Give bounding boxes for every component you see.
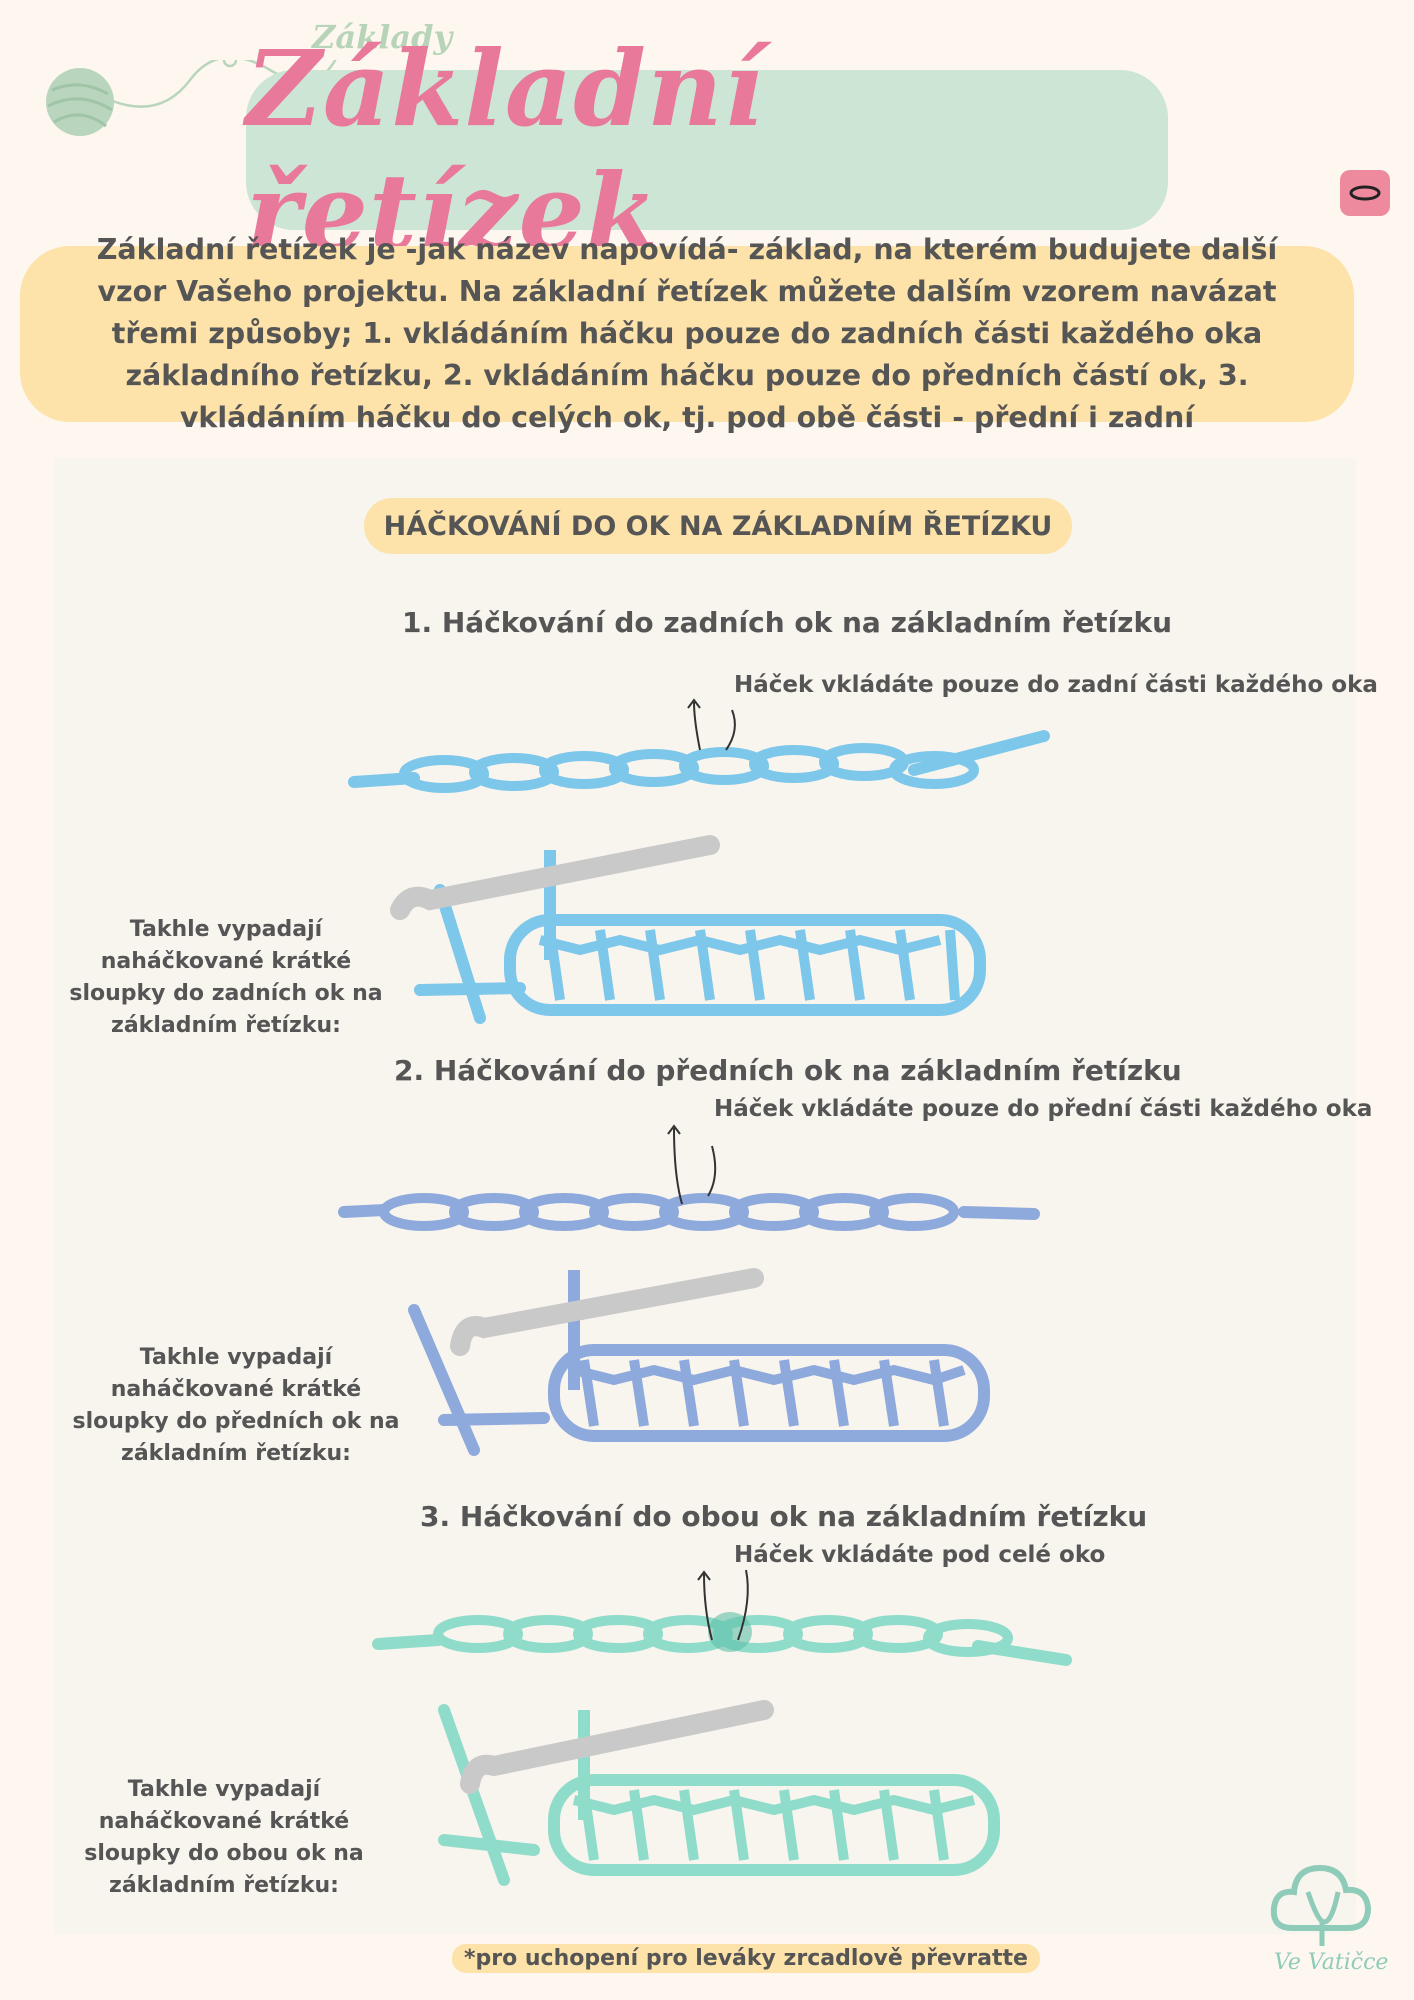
title-banner: Základní řetízek <box>246 27 1168 273</box>
category-tag: Základy <box>312 18 453 56</box>
chain-stitch-symbol <box>1340 170 1390 216</box>
footer-note: *pro uchopení pro leváky zrcadlově převr… <box>452 1944 1040 1973</box>
method-1-caption: Takhle vypadají naháčkované krátké sloup… <box>69 917 383 1038</box>
method-1-note: Háček vkládáte pouze do zadní části každ… <box>734 672 1378 698</box>
method-1-heading: 1. Háčkování do zadních ok na základním … <box>402 606 1173 639</box>
method-2-chain-illustration <box>338 1124 1040 1231</box>
method-2-stitches-illustration <box>408 1268 990 1456</box>
method-3-note: Háček vkládáte pod celé oko <box>734 1542 1106 1568</box>
intro-text: Základní řetízek je -jak název napovídá-… <box>96 233 1278 434</box>
section-title: HÁČKOVÁNÍ DO OK NA ZÁKLADNÍM ŘETÍZKU <box>364 498 1072 554</box>
method-1-chain-illustration <box>348 698 1050 793</box>
method-2-heading: 2. Háčkování do předních ok na základním… <box>394 1054 1182 1087</box>
method-1-stitches-illustration <box>390 835 986 1024</box>
intro-box: Základní řetízek je -jak název napovídá-… <box>20 233 1354 434</box>
method-3-caption: Takhle vypadají naháčkované krátké sloup… <box>84 1777 364 1898</box>
method-2-note: Háček vkládáte pouze do přední části kaž… <box>714 1096 1373 1122</box>
method-3-heading: 3. Háčkování do obou ok na základním řet… <box>420 1500 1148 1533</box>
cloud-logo-icon <box>1270 1864 1372 1946</box>
chain-stitch-oval-icon <box>1349 185 1381 201</box>
brand-name: Ve Vatičce <box>1274 1950 1389 1975</box>
method-3-chain-illustration <box>372 1569 1072 1666</box>
method-2-caption: Takhle vypadají naháčkované krátké sloup… <box>72 1345 400 1466</box>
method-3-stitches-illustration <box>438 1700 1000 1886</box>
